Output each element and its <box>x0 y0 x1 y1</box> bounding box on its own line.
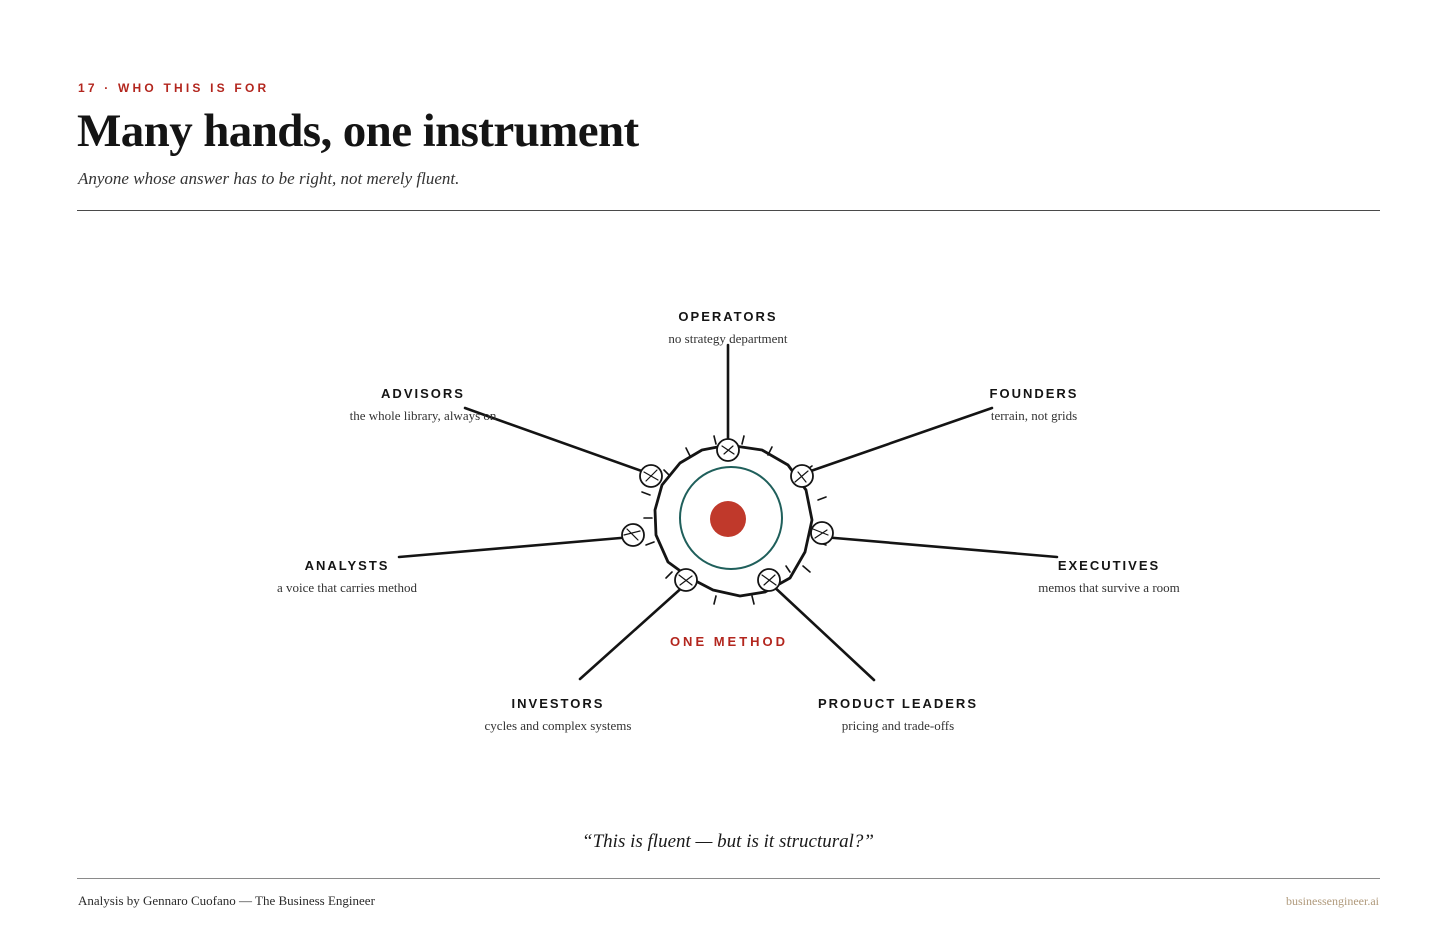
node-product-leaders: PRODUCT LEADERS pricing and trade-offs <box>768 696 1028 734</box>
spoke-founders <box>803 406 994 475</box>
footer-credit: Analysis by Gennaro Cuofano — The Busine… <box>78 893 375 908</box>
spoke-analysts <box>397 535 634 559</box>
hub-tick-marks <box>641 435 827 605</box>
node-description: a voice that carries method <box>276 580 418 595</box>
node-description: cycles and complex systems <box>484 718 632 733</box>
node-analysts: ANALYSTS a voice that carries method <box>217 558 477 596</box>
node-executives: EXECUTIVES memos that survive a room <box>979 558 1239 596</box>
node-label: EXECUTIVES <box>1057 558 1161 573</box>
pull-quote: “This is fluent — but is it structural?” <box>582 831 874 852</box>
section-eyebrow: 17 · WHO THIS IS FOR <box>78 81 270 95</box>
footer-site-link[interactable]: businessengineer.ai <box>1286 894 1379 908</box>
spoke-advisors <box>463 406 652 476</box>
node-label: INVESTORS <box>511 696 605 711</box>
node-operators: OPERATORS no strategy department <box>598 309 858 347</box>
node-description: terrain, not grids <box>990 408 1078 423</box>
anchor-scribbles <box>623 445 829 586</box>
node-label: OPERATORS <box>678 309 778 324</box>
node-label: PRODUCT LEADERS <box>817 696 978 711</box>
node-founders: FOUNDERS terrain, not grids <box>904 386 1164 424</box>
node-description: pricing and trade-offs <box>841 718 955 733</box>
node-advisors: ADVISORS the whole library, always on <box>293 386 553 424</box>
hub-inner-ring <box>679 466 783 570</box>
node-description: no strategy department <box>668 331 788 346</box>
node-description: memos that survive a room <box>1038 580 1180 595</box>
spoke-executives <box>821 535 1059 559</box>
spoke-product-leaders <box>768 581 876 682</box>
node-investors: INVESTORS cycles and complex systems <box>428 696 688 734</box>
page-subtitle: Anyone whose answer has to be right, not… <box>78 169 460 188</box>
center-caption: ONE METHOD <box>669 634 789 649</box>
page-title: Many hands, one instrument <box>77 105 639 157</box>
node-description: the whole library, always on <box>349 408 497 423</box>
node-label: ADVISORS <box>381 386 465 401</box>
header-divider <box>77 210 1380 211</box>
node-label: FOUNDERS <box>989 386 1079 401</box>
footer-divider <box>77 878 1380 879</box>
spoke-investors <box>578 582 688 681</box>
hub-core <box>710 501 746 537</box>
node-label: ANALYSTS <box>304 558 390 573</box>
